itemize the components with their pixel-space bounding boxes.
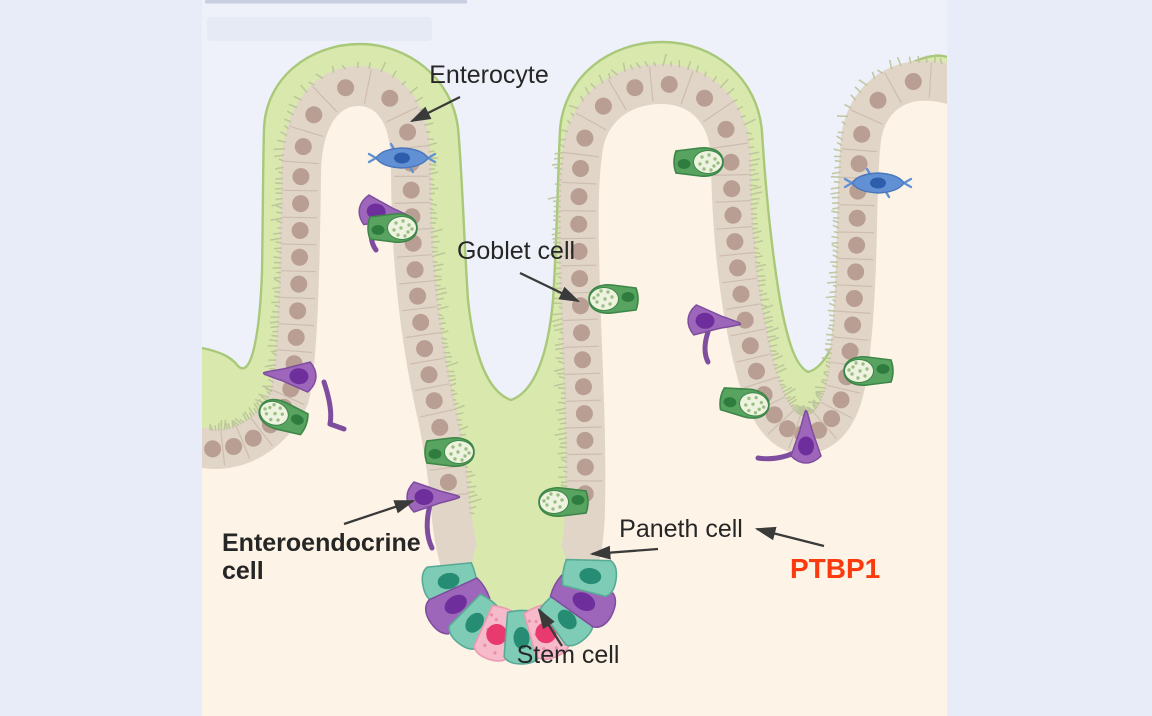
goblet-cell (538, 486, 589, 518)
right-margin (947, 0, 1152, 716)
label-enteroendocrine-cell: Enteroendocrine (222, 529, 421, 557)
top-edge-artifact (205, 0, 467, 4)
goblet-cell (673, 146, 724, 178)
watermark-artifact (207, 17, 432, 41)
special-cells (254, 142, 913, 551)
goblet-cell (843, 355, 894, 387)
enteroendocrine-tail (424, 502, 435, 551)
annotations: Enterocyte Goblet cell Enteroendocrine c… (222, 61, 880, 669)
goblet-cell (367, 212, 418, 244)
label-goblet-cell: Goblet cell (457, 237, 575, 265)
label-enteroendocrine-cell-line2: cell (222, 557, 264, 585)
lamina-propria (202, 100, 947, 716)
left-margin (0, 0, 202, 716)
label-paneth-cell: Paneth cell (619, 515, 743, 543)
arrow-goblet-cell (519, 271, 581, 303)
enteroendocrine-tail (321, 379, 347, 432)
arrow-enteroendocrine-cell (343, 499, 416, 526)
arrow-enterocyte (409, 95, 461, 123)
goblet-cell (588, 283, 639, 315)
label-stem-cell: Stem cell (517, 641, 620, 669)
goblet-cell (424, 436, 475, 468)
label-enterocyte: Enterocyte (429, 61, 549, 89)
crypt-base (418, 519, 622, 666)
lumen-space (202, 0, 947, 400)
arrow-stem-cell (537, 608, 563, 647)
arrow-ptbp1 (754, 526, 825, 548)
label-ptbp1: PTBP1 (790, 553, 880, 584)
enteroendocrine-tail (702, 329, 711, 365)
arrow-paneth-cell (589, 545, 659, 560)
crypt-lumen (472, 519, 566, 613)
